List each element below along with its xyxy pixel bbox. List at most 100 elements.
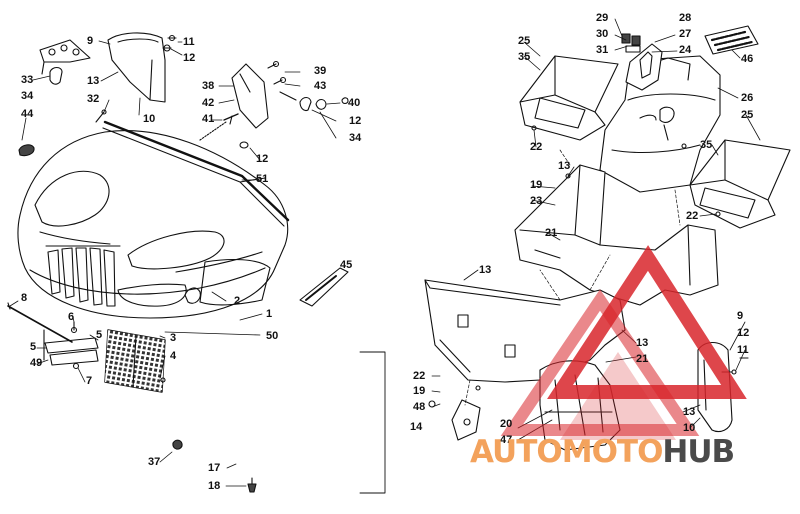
decal-part-45 [299,267,349,307]
callout-label: 13 [87,75,100,87]
watermark-text-hub: HUB [662,434,735,470]
callout-label: 19 [530,179,543,191]
callout-label: 17 [208,462,221,474]
callout-label: 12 [183,52,196,64]
callout-label: 9 [87,35,94,47]
callout-label: 31 [596,44,609,56]
callout-label: 34 [21,90,34,102]
watermark-wordmark: AUTOMOTOHUB [470,434,735,470]
callout-label: 26 [741,92,754,104]
callout-label: 3 [170,332,177,344]
callout-label: 27 [679,28,692,40]
callout-label: 32 [87,93,100,105]
decal-parts-28-31 [621,33,641,53]
callout-label: 22 [686,210,699,222]
callout-label: 8 [21,292,28,304]
rod-part-32 [95,109,107,123]
side-panel-part-9 [107,32,166,103]
callout-label: 18 [208,480,221,492]
console-part-26 [599,55,721,193]
callout-label: 10 [143,113,156,125]
callout-label: 30 [596,28,609,40]
callout-label: 37 [148,456,161,468]
floor-panel-part-23 [514,164,719,306]
screw-part-11 [162,34,177,52]
watermark-text-auto: AUTO [470,434,563,470]
prop-rod-part-8 [7,302,73,343]
hood-bracket-part-9 [39,39,91,75]
callout-label: 25 [741,109,754,121]
callout-label: 38 [202,80,215,92]
callout-label: 33 [21,74,34,86]
watermark-text-moto: MOTO [561,434,664,470]
group-bracket-part-14 [359,351,386,494]
seat-base-part-25-left [519,55,619,141]
callout-label: 23 [530,195,543,207]
callout-label: 10 [683,422,696,434]
callout-label: 48 [413,401,426,413]
callout-label: 5 [30,341,37,353]
decal-part-46 [704,25,759,55]
callout-label: 44 [21,108,34,120]
leader-lines-right [431,18,761,441]
bracket-part-38 [231,63,269,129]
callout-label: 11 [183,36,195,48]
callout-label: 40 [348,97,361,109]
callout-label: 13 [479,264,492,276]
callout-label: 51 [256,173,269,185]
callout-label: 13 [636,337,649,349]
callout-label: 43 [314,80,327,92]
callout-label: 49 [30,357,43,369]
hood-grille-slats [45,245,121,307]
callout-label: 12 [349,115,362,127]
hood-emblem-part [184,287,201,304]
callout-label: 24 [679,44,692,56]
callout-label: 12 [737,327,750,339]
callout-label: 13 [683,406,696,418]
callout-label: 12 [256,153,269,165]
callout-label: 1 [266,308,273,320]
grille-mesh-part-3 [104,329,166,393]
hinge-part-5 [43,321,99,370]
callout-label: 5 [96,329,103,341]
callout-label: 34 [349,132,362,144]
callout-label: 35 [518,51,531,63]
callout-label: 7 [86,375,93,387]
callout-label: 28 [679,12,692,24]
hood-panel [17,120,290,319]
callout-label: 42 [202,97,215,109]
callout-label: 4 [170,350,177,362]
callout-label: 45 [340,259,353,271]
callout-label: 47 [500,434,513,446]
callout-label: 21 [636,353,649,365]
callout-label: 35 [700,139,713,151]
watermark-logo [500,245,747,440]
seat-base-part-25-right [689,139,791,229]
assembly-dash-lines [464,149,681,406]
small-parts-37-17-18 [172,439,257,493]
callout-label: 14 [410,421,423,433]
callout-label: 41 [202,113,215,125]
callout-label: 50 [266,330,279,342]
fastener-parts-39-43 [199,60,349,149]
callout-label: 6 [68,311,75,323]
badge-part-44 [18,144,35,157]
callout-label: 11 [737,344,749,356]
callout-label: 22 [413,370,426,382]
callout-label: 46 [741,53,754,65]
clip-part-33 [49,66,63,85]
callout-label: 21 [545,227,558,239]
callout-label: 13 [558,160,571,172]
shift-plate-part-24 [625,43,663,91]
callout-label: 2 [234,295,241,307]
callout-label: 9 [737,310,744,322]
callout-label: 25 [518,35,531,47]
callout-label: 29 [596,12,609,24]
callout-label: 20 [500,418,513,430]
callout-label: 39 [314,65,327,77]
foot-plate-part-47 [451,399,481,441]
callout-label: 19 [413,385,426,397]
callout-label: 22 [530,141,543,153]
